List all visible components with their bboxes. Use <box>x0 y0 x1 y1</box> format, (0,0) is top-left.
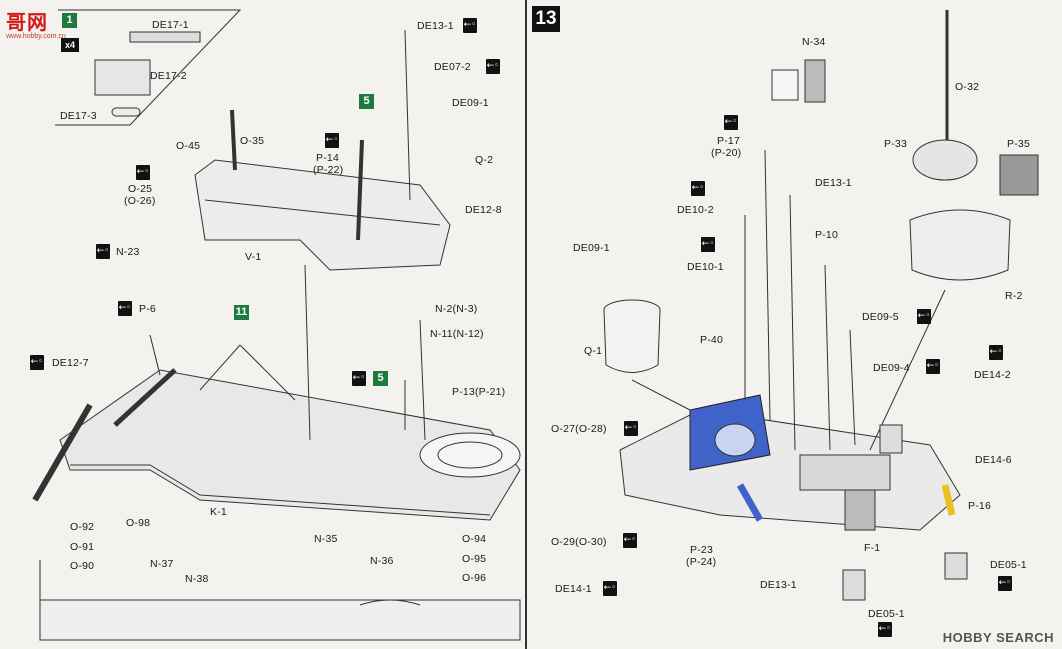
multiplier-badge: x4 <box>61 38 79 52</box>
label-o90: O-90 <box>70 560 95 572</box>
label-q1: Q-1 <box>584 345 603 357</box>
green-step-badge-11: 11 <box>234 305 249 320</box>
label-o95: O-95 <box>462 553 487 565</box>
ref-arrow-icon: ←◦ <box>917 309 931 324</box>
label-de09-4: DE09-4 <box>873 362 910 374</box>
ref-arrow-icon: ←◦ <box>96 244 110 259</box>
ref-arrow-icon: ←◦ <box>352 371 366 386</box>
label-n36: N-36 <box>370 555 394 567</box>
brand-chinese-text: 哥网 <box>6 10 48 34</box>
label-de17-3: DE17-3 <box>60 110 97 122</box>
ref-arrow-icon: ←◦ <box>136 165 150 180</box>
label-de14-1: DE14-1 <box>555 583 592 595</box>
label-f1: F-1 <box>864 542 881 554</box>
label-de17-1: DE17-1 <box>152 19 189 31</box>
label-de13-1-right: DE13-1 <box>815 177 852 189</box>
label-n11: N-11(N-12) <box>430 328 484 340</box>
ref-arrow-icon: ←◦ <box>724 115 738 130</box>
label-o27: O-27(O-28) <box>551 423 607 435</box>
label-p20: (P-20) <box>711 147 742 159</box>
ref-arrow-icon: ←◦ <box>623 533 637 548</box>
label-n2: N-2(N-3) <box>435 303 478 315</box>
ref-arrow-icon: ←◦ <box>998 576 1012 591</box>
label-de10-2: DE10-2 <box>677 204 714 216</box>
label-de09-5: DE09-5 <box>862 311 899 323</box>
label-de12-8: DE12-8 <box>465 204 502 216</box>
label-n35: N-35 <box>314 533 338 545</box>
ref-arrow-icon: ←◦ <box>624 421 638 436</box>
ref-arrow-icon: ←◦ <box>878 622 892 637</box>
ref-arrow-icon: ←◦ <box>603 581 617 596</box>
label-de09-1-left: DE09-1 <box>452 97 489 109</box>
label-o29: O-29(O-30) <box>551 536 607 548</box>
ref-arrow-icon: ←◦ <box>118 301 132 316</box>
ref-arrow-icon: ←◦ <box>691 181 705 196</box>
label-de17-2: DE17-2 <box>150 70 187 82</box>
label-n37: N-37 <box>150 558 174 570</box>
label-de13-1-bottom: DE13-1 <box>760 579 797 591</box>
ref-arrow-icon: ←◦ <box>926 359 940 374</box>
ref-arrow-icon: ←◦ <box>701 237 715 252</box>
label-o32: O-32 <box>955 81 980 93</box>
ref-arrow-icon: ←◦ <box>30 355 44 370</box>
label-q2: Q-2 <box>475 154 494 166</box>
green-step-badge-5b: 5 <box>373 371 388 386</box>
label-o98: O-98 <box>126 517 151 529</box>
label-o91: O-91 <box>70 541 95 553</box>
label-de09-1-right: DE09-1 <box>573 242 610 254</box>
label-de07-2: DE07-2 <box>434 61 471 73</box>
ref-arrow-icon: ←◦ <box>325 133 339 148</box>
label-o26: (O-26) <box>124 195 156 207</box>
ref-arrow-icon: ←◦ <box>989 345 1003 360</box>
label-o94: O-94 <box>462 533 487 545</box>
label-o96: O-96 <box>462 572 487 584</box>
panel-divider <box>525 0 527 649</box>
label-de14-6: DE14-6 <box>975 454 1012 466</box>
label-p14: P-14 <box>316 152 339 164</box>
label-de14-2: DE14-2 <box>974 369 1011 381</box>
label-p33: P-33 <box>884 138 907 150</box>
label-de05-1-a: DE05-1 <box>990 559 1027 571</box>
label-p17: P-17 <box>717 135 740 147</box>
ref-arrow-icon: ←◦ <box>463 18 477 33</box>
label-de10-1: DE10-1 <box>687 261 724 273</box>
label-p13: P-13(P-21) <box>452 386 506 398</box>
label-v1: V-1 <box>245 251 262 263</box>
label-p23: P-23 <box>690 544 713 556</box>
label-de12-7: DE12-7 <box>52 357 89 369</box>
label-p40: P-40 <box>700 334 723 346</box>
site-brand-logo: 哥网 www.hobby.com.cn <box>6 6 66 40</box>
step-number-badge: 13 <box>532 6 560 32</box>
label-n23: N-23 <box>116 246 140 258</box>
label-o25: O-25 <box>128 183 153 195</box>
label-o35: O-35 <box>240 135 265 147</box>
green-step-badge-5a: 5 <box>359 94 374 109</box>
label-p6: P-6 <box>139 303 156 315</box>
label-o92: O-92 <box>70 521 95 533</box>
label-p10: P-10 <box>815 229 838 241</box>
label-de13-1-left: DE13-1 <box>417 20 454 32</box>
label-de05-1-b: DE05-1 <box>868 608 905 620</box>
label-p24: (P-24) <box>686 556 717 568</box>
label-p16: P-16 <box>968 500 991 512</box>
ref-arrow-icon: ←◦ <box>486 59 500 74</box>
hobby-search-watermark: HOBBY SEARCH <box>942 630 1054 645</box>
label-p22: (P-22) <box>313 164 344 176</box>
label-r2: R-2 <box>1005 290 1023 302</box>
label-n38: N-38 <box>185 573 209 585</box>
green-step-badge-1: 1 <box>62 13 77 28</box>
brand-url-text: www.hobby.com.cn <box>6 33 66 40</box>
label-k1: K-1 <box>210 506 227 518</box>
label-o45: O-45 <box>176 140 201 152</box>
label-n34: N-34 <box>802 36 826 48</box>
label-p35: P-35 <box>1007 138 1030 150</box>
